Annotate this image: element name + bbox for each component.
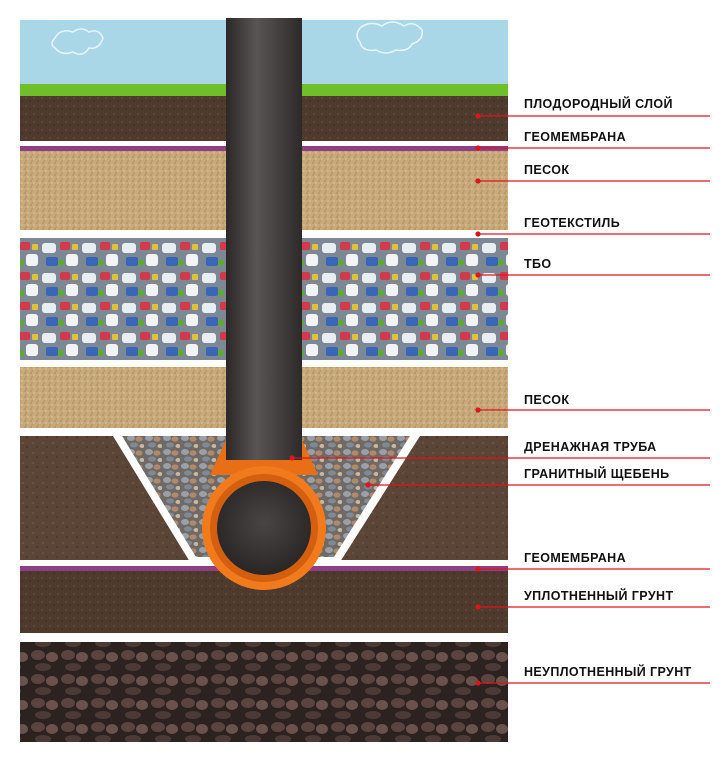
label-geomembrane-bottom: ГЕОМЕМБРАНА xyxy=(524,551,627,565)
label-geotextile: ГЕОТЕКСТИЛЬ xyxy=(524,216,621,230)
leader-dot-granite-gravel xyxy=(365,482,371,488)
label-sand-top: ПЕСОК xyxy=(524,163,570,177)
label-msw: ТБО xyxy=(524,257,552,271)
label-fertile: ПЛОДОРОДНЫЙ СЛОЙ xyxy=(524,97,673,111)
label-drain-pipe: ДРЕНАЖНАЯ ТРУБА xyxy=(524,440,657,454)
leader-dot-geotextile xyxy=(475,231,481,237)
vertical-pipe-lower xyxy=(226,440,302,460)
cloud-right xyxy=(356,21,424,54)
leader-dot-sand-top xyxy=(475,178,481,184)
cloud-left xyxy=(51,28,104,55)
label-compacted-soil: УПЛОТНЕННЫЙ ГРУНТ xyxy=(524,589,674,603)
leader-dot-compacted-soil xyxy=(475,604,481,610)
drainage-pipe-opening xyxy=(217,481,311,575)
leader-dot-drain-pipe xyxy=(289,455,295,461)
label-sand-bottom: ПЕСОК xyxy=(524,393,570,407)
leader-dot-geomembrane-bottom xyxy=(475,566,481,572)
uncompacted-soil-layer xyxy=(20,642,508,742)
label-uncompacted-soil: НЕУПЛОТНЕННЫЙ ГРУНТ xyxy=(524,665,692,679)
leader-dot-uncompacted-soil xyxy=(475,680,481,686)
leader-dot-msw xyxy=(475,272,481,278)
label-granite-gravel: ГРАНИТНЫЙ ЩЕБЕНЬ xyxy=(524,467,670,481)
label-geomembrane-top: ГЕОМЕМБРАНА xyxy=(524,130,627,144)
vertical-pipe xyxy=(226,18,302,458)
leader-dot-sand-bottom xyxy=(475,407,481,413)
leader-dot-geomembrane-top xyxy=(475,145,481,151)
leader-dot-fertile xyxy=(475,113,481,119)
